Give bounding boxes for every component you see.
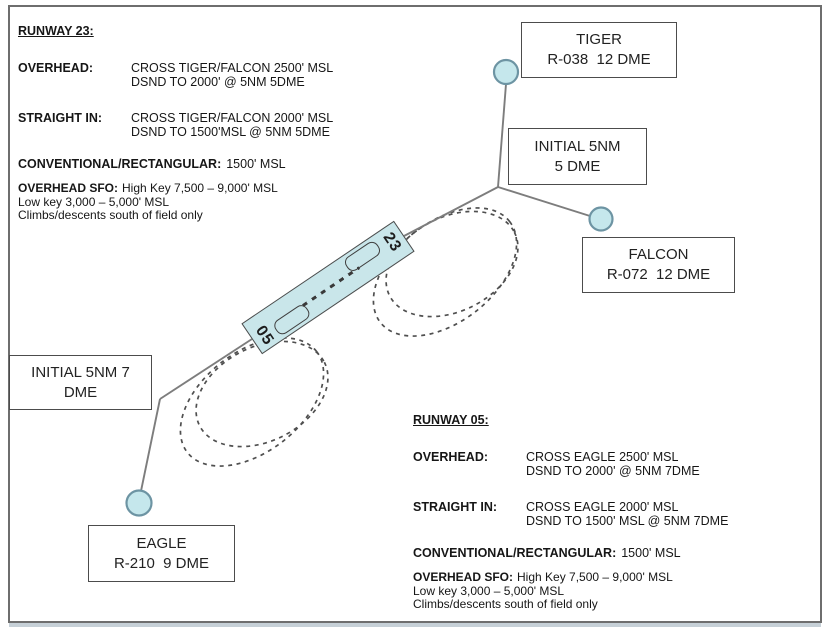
straightin-line2: DSND TO 1500'MSL @ 5NM 5DME (131, 125, 330, 139)
conventional-value: 1500' MSL (621, 546, 681, 560)
diagram-frame (8, 5, 822, 623)
straightin-line2: DSND TO 1500' MSL @ 5NM 7DME (526, 514, 729, 528)
overhead-line2: DSND TO 2000' @ 5NM 7DME (526, 464, 700, 478)
eagle-leg (140, 398, 161, 492)
falcon-fix-circle (588, 206, 614, 232)
runway05-title: RUNWAY 05: (413, 413, 489, 427)
eagle-fix-radial: R-210 9 DME (113, 554, 210, 572)
tiger-leg (497, 83, 507, 188)
sfo-climbs: Climbs/descents south of field only (18, 208, 203, 222)
eagle-fix-name: EAGLE (136, 534, 187, 552)
runway05-overhead-row: OVERHEAD: CROSS EAGLE 2500' MSL DSND TO … (413, 450, 700, 478)
sfo-highkey-line: OVERHEAD SFO:High Key 7,500 – 9,000' MSL (413, 570, 673, 585)
falcon-fix-radial: R-072 12 DME (606, 266, 711, 283)
runway05-straightin-row: STRAIGHT IN: CROSS EAGLE 2000' MSL DSND … (413, 500, 728, 528)
runway23-straightin-row: STRAIGHT IN: CROSS TIGER/FALCON 2000' MS… (18, 111, 333, 139)
straightin-label: STRAIGHT IN: (413, 500, 498, 514)
runway05-conventional: CONVENTIONAL/RECTANGULAR: 1500' MSL (413, 546, 681, 560)
straightin-label: STRAIGHT IN: (18, 111, 103, 125)
overhead-line1: CROSS EAGLE 2500' MSL (526, 450, 679, 464)
fix-circles (125, 58, 614, 517)
initial-5dme-line1: INITIAL 5NM (534, 137, 621, 155)
runway23-overhead-sfo: OVERHEAD SFO:High Key 7,500 – 9,000' MSL… (18, 181, 278, 223)
approach-legs (140, 83, 591, 492)
straightin-line1: CROSS EAGLE 2000' MSL (526, 500, 679, 514)
tiger-fix-radial: R-038 12 DME (547, 51, 651, 68)
initial-5dme-box: INITIAL 5NM 5 DME (508, 128, 647, 185)
eagle-fix-box: EAGLE R-210 9 DME (88, 525, 235, 582)
straightin-text: CROSS TIGER/FALCON 2000' MSL DSND TO 150… (131, 111, 333, 139)
overhead-line2: DSND TO 2000' @ 5NM 5DME (131, 75, 305, 89)
initial-5dme-line2: 5 DME (554, 157, 601, 175)
overhead-label: OVERHEAD: (18, 61, 94, 75)
initial-7dme-line2: DME (63, 383, 98, 401)
initial-7dme-box: INITIAL 5NM 7 DME (9, 355, 152, 410)
sfo-highkey: High Key 7,500 – 9,000' MSL (517, 570, 673, 584)
overhead-label: OVERHEAD: (413, 450, 489, 464)
initial-7dme-line1: INITIAL 5NM 7 (31, 363, 130, 381)
conventional-label: CONVENTIONAL/RECTANGULAR: (413, 546, 617, 560)
runway05-overhead-sfo: OVERHEAD SFO:High Key 7,500 – 9,000' MSL… (413, 570, 673, 612)
overhead-pattern-south (179, 337, 329, 467)
falcon-fix-box: FALCON R-072 12 DME (582, 237, 735, 293)
conventional-label: CONVENTIONAL/RECTANGULAR: (18, 157, 222, 171)
sfo-highkey-line: OVERHEAD SFO:High Key 7,500 – 9,000' MSL (18, 181, 278, 196)
straightin-line1: CROSS TIGER/FALCON 2000' MSL (131, 111, 334, 125)
eagle-fix-circle (125, 489, 153, 517)
sfo-lowkey: Low key 3,000 – 5,000' MSL (413, 583, 565, 598)
sfo-highkey: High Key 7,500 – 9,000' MSL (122, 181, 278, 195)
rwy05-extended-centerline (159, 338, 253, 400)
sfo-lowkey: Low key 3,000 – 5,000' MSL (18, 194, 170, 209)
sfo-climbs: Climbs/descents south of field only (413, 597, 598, 611)
tiger-fix-name: TIGER (576, 31, 622, 48)
falcon-fix-name: FALCON (628, 246, 689, 263)
straightin-text: CROSS EAGLE 2000' MSL DSND TO 1500' MSL … (526, 500, 728, 528)
tiger-fix-box: TIGER R-038 12 DME (521, 22, 677, 78)
sfo-label: OVERHEAD SFO: (413, 570, 514, 584)
overhead-pattern-north (372, 207, 519, 337)
runway23-conventional: CONVENTIONAL/RECTANGULAR: 1500' MSL (18, 157, 286, 171)
rwy23-extended-centerline (403, 186, 499, 237)
falcon-leg (497, 186, 591, 217)
tiger-fix-circle (492, 58, 520, 86)
conventional-value: 1500' MSL (226, 157, 286, 171)
sfo-label: OVERHEAD SFO: (18, 181, 119, 195)
overhead-text: CROSS TIGER/FALCON 2500' MSL DSND TO 200… (131, 61, 333, 89)
overhead-line1: CROSS TIGER/FALCON 2500' MSL (131, 61, 334, 75)
runway-number-23: 23 (379, 229, 405, 256)
runway23-title: RUNWAY 23: (18, 24, 94, 38)
overhead-text: CROSS EAGLE 2500' MSL DSND TO 2000' @ 5N… (526, 450, 700, 478)
runway23-overhead-row: OVERHEAD: CROSS TIGER/FALCON 2500' MSL D… (18, 61, 333, 89)
